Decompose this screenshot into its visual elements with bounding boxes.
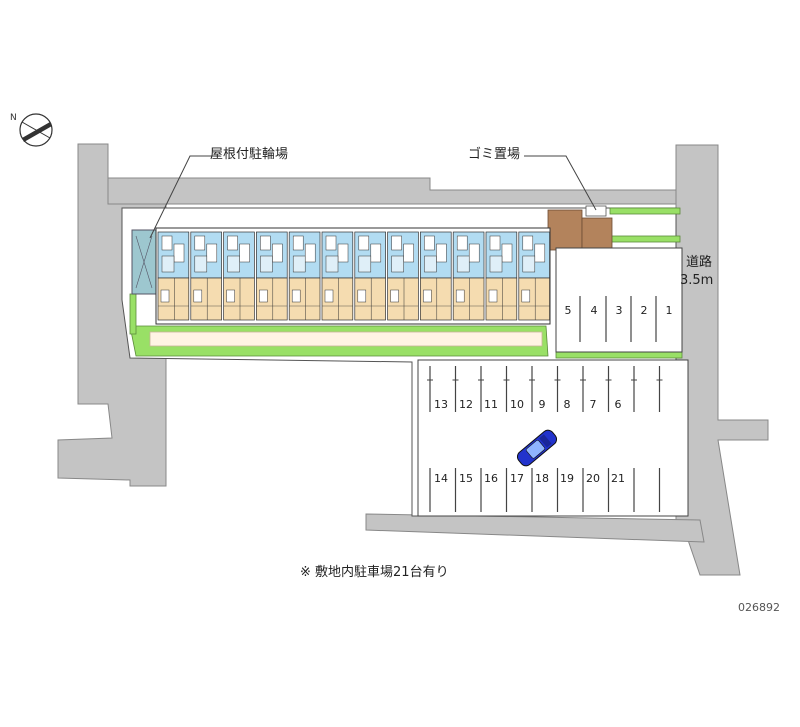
parking-space-number: 14	[434, 472, 448, 485]
grass-left-edge	[129, 293, 137, 335]
grass-east-bottom	[555, 351, 683, 359]
parking-space-number: 18	[535, 472, 549, 485]
parking-space-number: 7	[589, 398, 597, 411]
parking-space-number: 10	[510, 398, 524, 411]
garbage-area	[547, 205, 613, 251]
road-width-label: 3.5m	[680, 273, 714, 288]
parking-space-number: 2	[640, 304, 648, 317]
apartment-unit	[485, 231, 518, 321]
parking-space-number: 17	[510, 472, 524, 485]
apartment-unit	[288, 231, 321, 321]
parking-space-number: 15	[459, 472, 473, 485]
parking-space-number: 1	[665, 304, 673, 317]
parking-space-number: 20	[586, 472, 600, 485]
covered-bicycle-parking-label: 屋根付駐輪場	[210, 147, 289, 162]
road-east	[675, 144, 769, 576]
parking-space-number: 12	[459, 398, 473, 411]
road-south	[365, 513, 705, 543]
apartment-unit	[190, 231, 222, 321]
parking-space-number: 13	[434, 398, 448, 411]
parking-space-number: 8	[563, 398, 571, 411]
parking-note: ※ 敷地内駐車場21台有り	[300, 565, 449, 580]
parking-space-number: 9	[538, 398, 546, 411]
label-leader-lines	[149, 155, 597, 239]
grass-east-top	[609, 207, 681, 215]
apartment-unit	[256, 231, 288, 321]
apartment-unit	[223, 231, 255, 321]
parking-space-number: 6	[614, 398, 622, 411]
apartment-unit	[452, 231, 485, 321]
apartment-building	[155, 227, 551, 325]
map-code: 026892	[738, 601, 780, 614]
parking-space-number: 16	[484, 472, 498, 485]
svg-text:N: N	[10, 113, 17, 123]
parking-space-number: 21	[611, 472, 625, 485]
walkway	[149, 331, 543, 347]
car-icon	[516, 429, 558, 467]
parking-space-number: 3	[615, 304, 623, 317]
apartment-unit	[354, 231, 386, 321]
parking-space-number: 4	[590, 304, 598, 317]
parking-space-number: 19	[560, 472, 574, 485]
bicycle-parking-structure	[131, 229, 157, 295]
apartment-unit	[420, 231, 452, 321]
apartment-unit	[518, 231, 550, 321]
apartment-unit	[387, 231, 419, 321]
apartment-unit	[321, 231, 354, 321]
parking-space-number: 5	[564, 304, 572, 317]
compass-north-icon: N	[10, 113, 53, 147]
road-name-label: 道路	[686, 255, 713, 270]
garbage-area-label: ゴミ置場	[468, 147, 521, 162]
apartment-unit	[157, 231, 190, 321]
parking-lot-east	[555, 247, 683, 353]
parking-space-number: 11	[484, 398, 498, 411]
